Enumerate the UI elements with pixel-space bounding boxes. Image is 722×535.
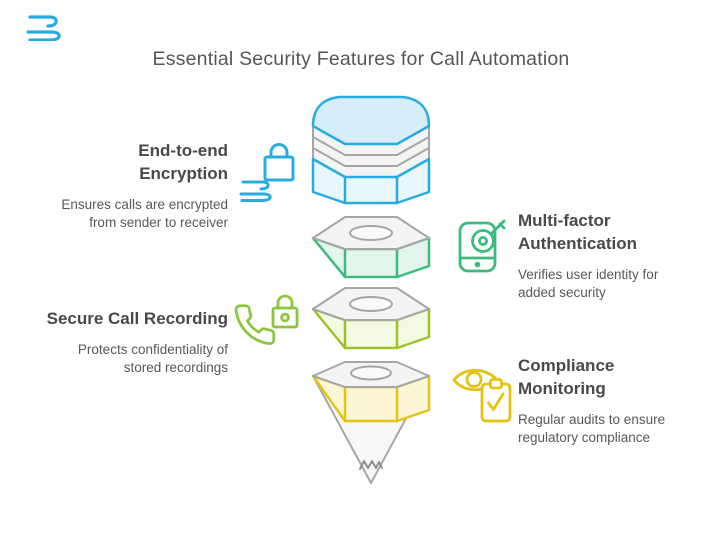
hand-swoosh-logo-icon xyxy=(26,15,61,41)
handset-padlock-icon xyxy=(234,294,299,346)
feature-multi-factor-authentication: Multi-factor Authentication Verifies use… xyxy=(518,209,686,302)
phone-key-icon xyxy=(458,219,506,273)
eye-clipboard-icon xyxy=(452,368,512,423)
security-funnel-graphic xyxy=(311,95,431,484)
feature-end-to-end-encryption: End-to-end Encryption Ensures calls are … xyxy=(18,139,228,232)
feature-description: Protects confidentiality of stored recor… xyxy=(77,342,228,375)
feature-title: End-to-end Encryption xyxy=(138,141,228,183)
funnel-layer-3 xyxy=(311,287,431,350)
feature-description: Ensures calls are encrypted from sender … xyxy=(61,197,228,230)
page-title: Essential Security Features for Call Aut… xyxy=(152,48,570,70)
funnel-layer-2 xyxy=(311,216,431,279)
funnel-layer-1 xyxy=(311,95,431,205)
feature-title: Multi-factor Authentication xyxy=(518,211,637,253)
feature-title: Secure Call Recording xyxy=(46,309,228,328)
funnel-layer-4 xyxy=(311,361,431,484)
feature-description: Verifies user identity for added securit… xyxy=(518,267,659,300)
padlock-hand-icon xyxy=(239,143,295,202)
feature-compliance-monitoring: Compliance Monitoring Regular audits to … xyxy=(518,354,686,447)
feature-secure-call-recording: Secure Call Recording Protects confident… xyxy=(8,307,228,377)
feature-title: Compliance Monitoring xyxy=(518,356,615,398)
feature-description: Regular audits to ensure regulatory comp… xyxy=(518,412,666,445)
